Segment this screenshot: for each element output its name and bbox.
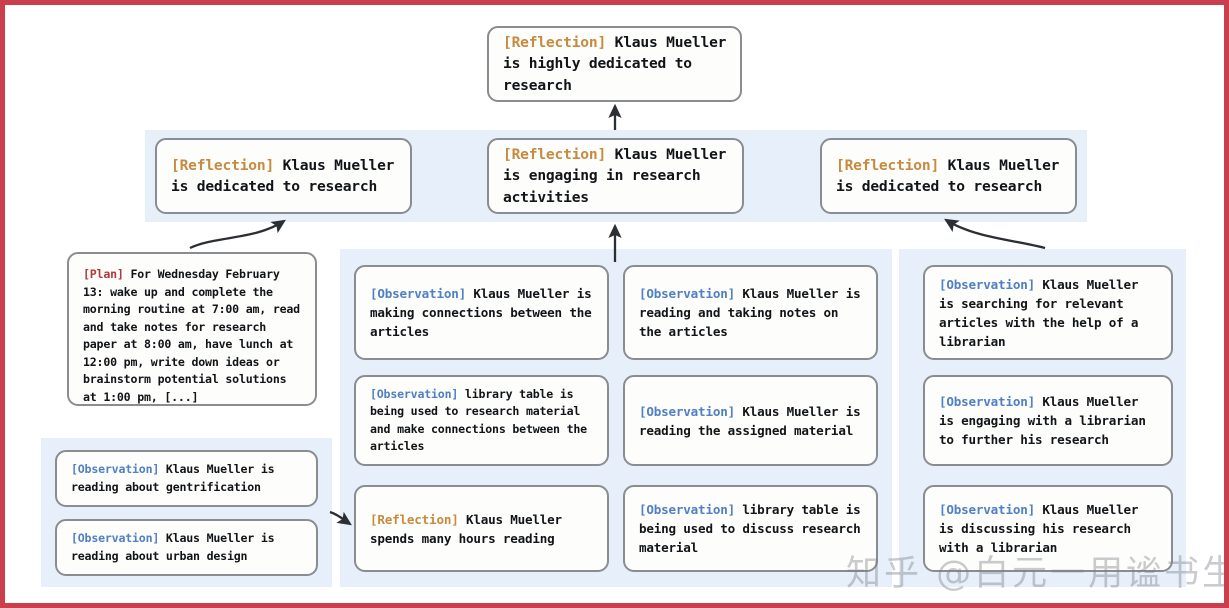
observation-tag: [Observation]	[370, 386, 459, 401]
left-observation-node-1[interactable]: [Observation] Klaus Mueller is reading a…	[55, 450, 318, 507]
column-b-node-3[interactable]: [Reflection] Klaus Mueller spends many h…	[354, 485, 609, 572]
column-b-node-3-text: [Reflection] Klaus Mueller spends many h…	[370, 510, 595, 548]
observation-tag: [Observation]	[639, 286, 735, 301]
reflection-tag: [Reflection]	[836, 156, 940, 174]
column-d-node-3-body: Klaus Mueller is discussing his research…	[939, 502, 1146, 555]
frame-right-border	[1224, 0, 1229, 608]
column-c-node-3-body: library table is being used to discuss r…	[639, 502, 868, 555]
observation-tag: [Observation]	[939, 276, 1035, 292]
reflection-tag: [Reflection]	[370, 511, 459, 527]
reflection-node-2-text: [Reflection] Klaus Mueller is engaging i…	[503, 144, 730, 209]
column-b-node-1-body: Klaus Mueller is making connections betw…	[370, 286, 599, 339]
root-reflection-text: [Reflection] Klaus Mueller is highly ded…	[503, 32, 728, 97]
plan-node-body: For Wednesday February 13: wake up and c…	[83, 267, 307, 404]
reflection-node-2-body: Klaus Mueller is engaging in research ac…	[503, 145, 735, 206]
arrow-columnd-to-reflection3	[944, 218, 1046, 250]
left-observation-node-2[interactable]: [Observation] Klaus Mueller is reading a…	[55, 519, 318, 576]
plan-node-text: [Plan] For Wednesday February 13: wake u…	[83, 266, 303, 406]
reflection-node-1[interactable]: [Reflection] Klaus Mueller is dedicated …	[155, 138, 412, 214]
root-reflection-body: Klaus Mueller is highly dedicated to res…	[503, 33, 735, 94]
column-c-node-1-text: [Observation] Klaus Mueller is reading a…	[639, 284, 864, 341]
frame-left-border	[0, 0, 5, 608]
reflection-node-3-body: Klaus Mueller is dedicated to research	[836, 156, 1068, 196]
observation-tag: [Observation]	[71, 462, 160, 476]
reflection-node-3[interactable]: [Reflection] Klaus Mueller is dedicated …	[820, 138, 1077, 214]
frame-bottom-border	[0, 603, 1229, 608]
column-d-node-1-text: [Observation] Klaus Mueller is searching…	[939, 275, 1159, 351]
column-d-node-2[interactable]: [Observation] Klaus Mueller is engaging …	[923, 375, 1173, 466]
column-d-node-3[interactable]: [Observation] Klaus Mueller is discussin…	[923, 485, 1173, 572]
column-c-node-1[interactable]: [Observation] Klaus Mueller is reading a…	[623, 265, 878, 360]
observation-tag: [Observation]	[370, 286, 466, 301]
column-d-node-2-body: Klaus Mueller is engaging with a librari…	[939, 394, 1154, 447]
plan-tag: [Plan]	[83, 267, 124, 281]
left-observation-node-2-body: Klaus Mueller is reading about urban des…	[71, 531, 282, 563]
column-c-node-2-body: Klaus Mueller is reading the assigned ma…	[639, 403, 868, 438]
arrow-plan-to-reflection1	[189, 219, 286, 250]
column-d-node-3-text: [Observation] Klaus Mueller is discussin…	[939, 500, 1159, 557]
column-b-node-1[interactable]: [Observation] Klaus Mueller is making co…	[354, 265, 609, 360]
left-observation-node-1-text: [Observation] Klaus Mueller is reading a…	[71, 461, 304, 496]
column-b-node-2-text: [Observation] library table is being use…	[370, 386, 595, 456]
reflection-node-2[interactable]: [Reflection] Klaus Mueller is engaging i…	[487, 138, 744, 214]
reflection-node-1-body: Klaus Mueller is dedicated to research	[171, 156, 403, 196]
observation-tag: [Observation]	[71, 531, 160, 545]
column-d-node-2-text: [Observation] Klaus Mueller is engaging …	[939, 392, 1159, 449]
observation-tag: [Observation]	[939, 394, 1035, 409]
frame-top-border	[0, 0, 1229, 5]
reflection-tag: [Reflection]	[503, 145, 607, 163]
reflection-tag: [Reflection]	[503, 33, 607, 51]
column-c-node-2-text: [Observation] Klaus Mueller is reading t…	[639, 402, 864, 440]
column-b-node-2-body: library table is being used to research …	[370, 386, 594, 454]
left-observation-node-1-body: Klaus Mueller is reading about gentrific…	[71, 462, 282, 494]
column-c-node-2[interactable]: [Observation] Klaus Mueller is reading t…	[623, 375, 878, 466]
reflection-node-1-text: [Reflection] Klaus Mueller is dedicated …	[171, 155, 398, 198]
root-reflection-node[interactable]: [Reflection] Klaus Mueller is highly ded…	[487, 26, 742, 102]
column-c-node-3[interactable]: [Observation] library table is being use…	[623, 485, 878, 572]
observation-tag: [Observation]	[639, 502, 735, 517]
reflection-node-3-text: [Reflection] Klaus Mueller is dedicated …	[836, 155, 1063, 198]
column-d-node-1-body: Klaus Mueller is searching for relevant …	[939, 276, 1146, 349]
observation-tag: [Observation]	[639, 403, 735, 419]
column-c-node-3-text: [Observation] library table is being use…	[639, 500, 864, 557]
column-c-node-1-body: Klaus Mueller is reading and taking note…	[639, 286, 868, 339]
reflection-tag: [Reflection]	[171, 156, 275, 174]
left-observation-node-2-text: [Observation] Klaus Mueller is reading a…	[71, 530, 304, 565]
plan-node[interactable]: [Plan] For Wednesday February 13: wake u…	[67, 252, 317, 406]
column-d-node-1[interactable]: [Observation] Klaus Mueller is searching…	[923, 265, 1173, 360]
column-b-node-1-text: [Observation] Klaus Mueller is making co…	[370, 284, 595, 341]
column-b-node-3-body: Klaus Mueller spends many hours reading	[370, 511, 570, 546]
column-b-node-2[interactable]: [Observation] library table is being use…	[354, 375, 609, 466]
observation-tag: [Observation]	[939, 502, 1035, 517]
